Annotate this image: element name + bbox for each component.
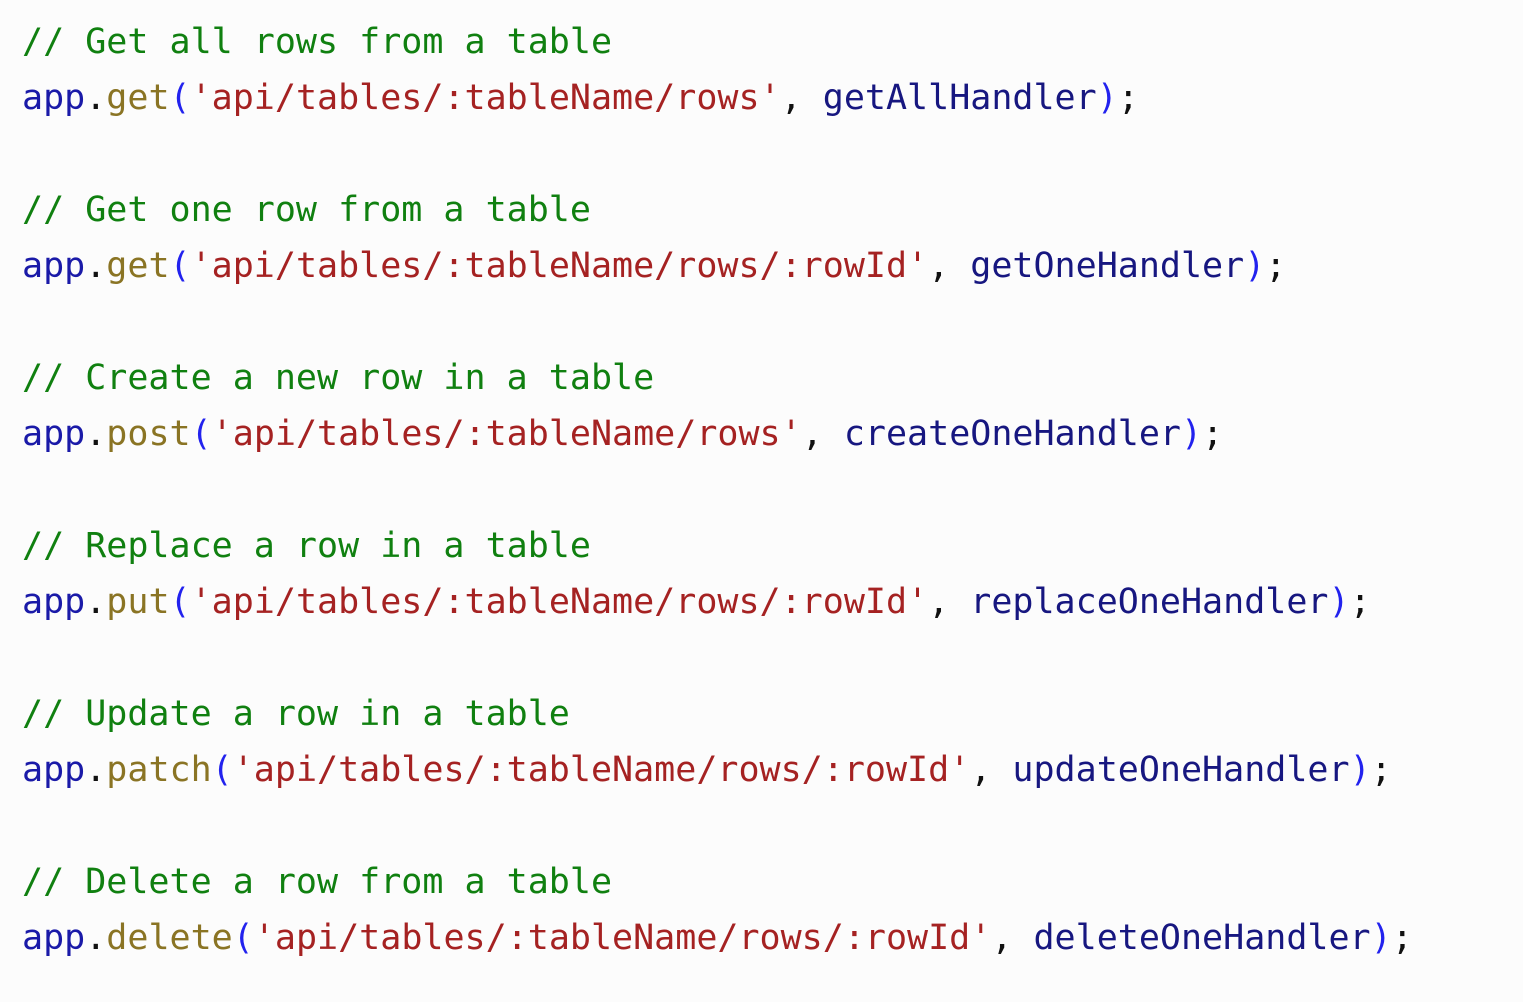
semicolon-token: ; [1117, 78, 1139, 118]
semicolon-token: ; [1202, 414, 1224, 454]
code-line-blank [22, 126, 1523, 182]
comma-token: , [928, 246, 971, 286]
code-line-route: app.get('api/tables/:tableName/rows', ge… [22, 70, 1523, 126]
open-paren-token: ( [169, 246, 191, 286]
open-paren-token: ( [190, 414, 212, 454]
code-line-blank [22, 294, 1523, 350]
close-paren-token: ) [1096, 78, 1118, 118]
method-token: delete [106, 918, 233, 958]
method-token: patch [106, 750, 212, 790]
object-token: app [22, 582, 86, 622]
object-token: app [22, 246, 86, 286]
code-line-blank [22, 798, 1523, 854]
code-line-route: app.delete('api/tables/:tableName/rows/:… [22, 910, 1523, 966]
handler-token: updateOneHandler [1012, 750, 1350, 790]
method-token: put [106, 582, 170, 622]
route-string-token: 'api/tables/:tableName/rows/:rowId' [253, 918, 992, 958]
code-line-comment: // Replace a row in a table [22, 518, 1523, 574]
semicolon-token: ; [1349, 582, 1371, 622]
code-line-comment: // Delete a row from a table [22, 854, 1523, 910]
open-paren-token: ( [232, 918, 254, 958]
code-line-blank [22, 630, 1523, 686]
comment-text: // Update a row in a table [22, 694, 570, 734]
route-string-token: 'api/tables/:tableName/rows/:rowId' [190, 582, 929, 622]
semicolon-token: ; [1370, 750, 1392, 790]
route-string-token: 'api/tables/:tableName/rows' [211, 414, 802, 454]
object-token: app [22, 918, 86, 958]
object-token: app [22, 414, 86, 454]
close-paren-token: ) [1370, 918, 1392, 958]
route-string-token: 'api/tables/:tableName/rows/:rowId' [232, 750, 971, 790]
code-line-comment: // Create a new row in a table [22, 350, 1523, 406]
code-line-route: app.get('api/tables/:tableName/rows/:row… [22, 238, 1523, 294]
handler-token: getOneHandler [970, 246, 1245, 286]
handler-token: createOneHandler [843, 414, 1181, 454]
code-line-route: app.put('api/tables/:tableName/rows/:row… [22, 574, 1523, 630]
close-paren-token: ) [1328, 582, 1350, 622]
close-paren-token: ) [1244, 246, 1266, 286]
handler-token: getAllHandler [822, 78, 1097, 118]
comment-text: // Get all rows from a table [22, 22, 613, 62]
route-string-token: 'api/tables/:tableName/rows' [190, 78, 781, 118]
comment-text: // Get one row from a table [22, 190, 591, 230]
semicolon-token: ; [1391, 918, 1413, 958]
dot-token: . [85, 582, 107, 622]
code-line-route: app.post('api/tables/:tableName/rows', c… [22, 406, 1523, 462]
open-paren-token: ( [169, 582, 191, 622]
object-token: app [22, 78, 86, 118]
dot-token: . [85, 918, 107, 958]
comment-text: // Replace a row in a table [22, 526, 591, 566]
code-line-blank [22, 462, 1523, 518]
route-string-token: 'api/tables/:tableName/rows/:rowId' [190, 246, 929, 286]
comma-token: , [780, 78, 823, 118]
open-paren-token: ( [169, 78, 191, 118]
code-line-comment: // Get one row from a table [22, 182, 1523, 238]
comment-text: // Create a new row in a table [22, 358, 655, 398]
comma-token: , [970, 750, 1013, 790]
handler-token: replaceOneHandler [970, 582, 1329, 622]
comma-token: , [801, 414, 844, 454]
comma-token: , [928, 582, 971, 622]
object-token: app [22, 750, 86, 790]
open-paren-token: ( [211, 750, 233, 790]
semicolon-token: ; [1265, 246, 1287, 286]
close-paren-token: ) [1181, 414, 1203, 454]
close-paren-token: ) [1349, 750, 1371, 790]
dot-token: . [85, 750, 107, 790]
dot-token: . [85, 246, 107, 286]
code-line-comment: // Update a row in a table [22, 686, 1523, 742]
code-line-comment: // Get all rows from a table [22, 14, 1523, 70]
dot-token: . [85, 414, 107, 454]
dot-token: . [85, 78, 107, 118]
handler-token: deleteOneHandler [1033, 918, 1371, 958]
method-token: get [106, 78, 170, 118]
method-token: get [106, 246, 170, 286]
comment-text: // Delete a row from a table [22, 862, 613, 902]
method-token: post [106, 414, 191, 454]
comma-token: , [991, 918, 1034, 958]
code-line-route: app.patch('api/tables/:tableName/rows/:r… [22, 742, 1523, 798]
